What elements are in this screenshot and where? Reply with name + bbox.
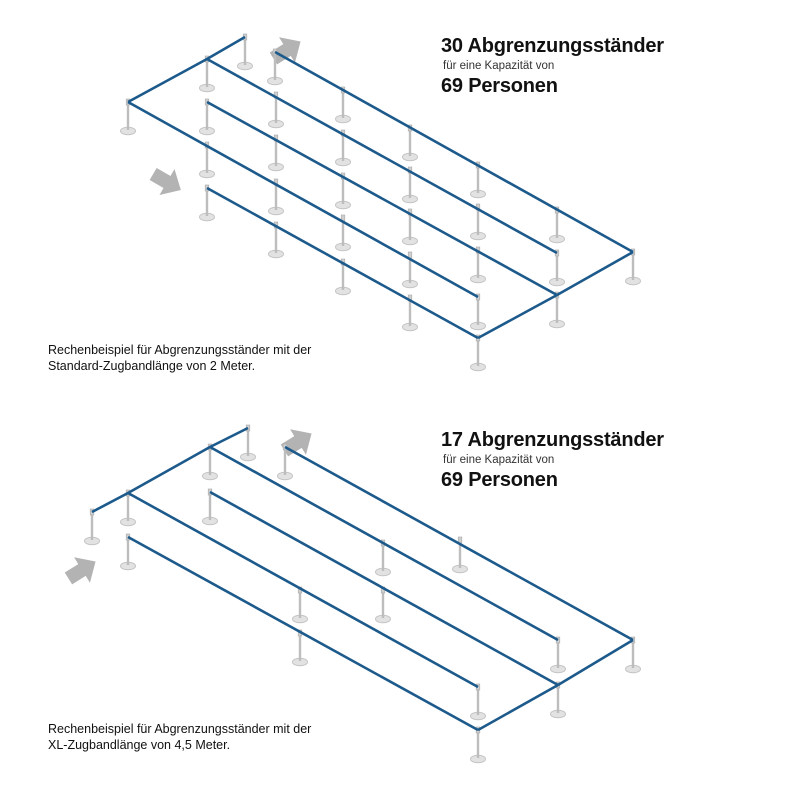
retractable-belt-tape — [127, 100, 479, 299]
standard-caption: Rechenbeispiel für Abgrenzungsständer mi… — [48, 342, 311, 374]
persons-heading: 69 Personen — [441, 469, 558, 491]
retractable-belt-tape — [209, 445, 559, 642]
retractable-belt-tape — [206, 100, 558, 297]
stanchion-count-heading: 17 Abgrenzungsständer — [441, 429, 664, 451]
standard-summary: 30 Abgrenzungsständer für eine Kapazität… — [441, 34, 664, 98]
stanchion-post-icon — [277, 443, 293, 481]
stanchion-post-icon — [549, 249, 565, 287]
caption-line: XL-Zugbandlänge von 4,5 Meter. — [48, 738, 231, 752]
stanchion-post-icon — [470, 334, 486, 372]
direction-arrow-icon — [64, 557, 96, 585]
stanchion-post-icon — [402, 166, 418, 204]
retractable-belt-tape — [209, 490, 559, 687]
caption-line: Rechenbeispiel für Abgrenzungsständer mi… — [48, 722, 312, 736]
stanchion-post-icon — [237, 33, 253, 71]
retractable-belt-tape — [127, 491, 479, 689]
caption-line: Rechenbeispiel für Abgrenzungsständer mi… — [48, 343, 312, 357]
stanchion-post-icon — [268, 91, 284, 129]
retractable-belt-tape — [284, 445, 634, 642]
stanchion-post-icon — [268, 134, 284, 172]
stanchion-post-icon — [470, 683, 486, 721]
persons-heading: 69 Personen — [441, 75, 558, 97]
stanchion-post-icon — [470, 203, 486, 241]
direction-arrow-icon — [280, 429, 312, 457]
retractable-belt-tape — [206, 186, 479, 340]
stanchion-count-heading: 30 Abgrenzungsständer — [441, 35, 664, 57]
retractable-belt-tape — [127, 535, 479, 732]
stanchion-post-icon — [84, 508, 100, 546]
direction-arrow-icon — [149, 167, 181, 195]
stanchion-post-icon — [375, 586, 391, 624]
capacity-label: für eine Kapazität von — [443, 454, 555, 466]
stanchion-post-icon — [470, 293, 486, 331]
xl-summary: 17 Abgrenzungsständer für eine Kapazität… — [441, 428, 664, 492]
caption-line: Standard-Zugbandlänge von 2 Meter. — [48, 359, 256, 373]
xl-caption: Rechenbeispiel für Abgrenzungsständer mi… — [48, 721, 311, 753]
direction-arrow-icon — [269, 37, 301, 65]
stanchion-post-icon — [470, 726, 486, 764]
stanchion-post-icon — [402, 294, 418, 332]
stanchion-post-icon — [402, 208, 418, 246]
stanchion-post-icon — [120, 533, 136, 571]
xl-layout-diagram — [64, 424, 641, 764]
retractable-belt-tape — [91, 426, 249, 514]
capacity-label: für eine Kapazität von — [443, 60, 555, 72]
retractable-belt-tape — [477, 250, 634, 340]
standard-layout-diagram — [120, 33, 641, 372]
stanchion-post-icon — [550, 636, 566, 674]
retractable-belt-tape — [206, 57, 558, 255]
stanchion-post-icon — [292, 586, 308, 624]
retractable-belt-tape — [274, 50, 634, 254]
retractable-belt-tape — [477, 638, 634, 732]
